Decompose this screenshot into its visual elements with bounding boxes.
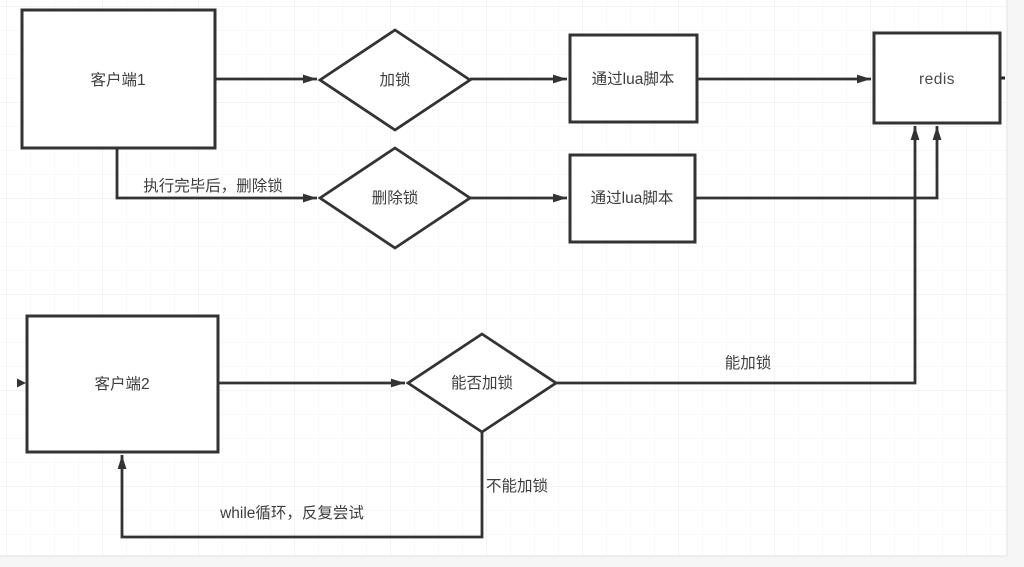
node-lua-script-1[interactable]: 通过lua脚本: [568, 33, 699, 124]
node-client2-label: 客户端2: [94, 375, 149, 393]
stub-arrow-client2-left: [17, 378, 26, 388]
node-delete-lock-diamond[interactable]: 删除锁: [317, 146, 473, 250]
label-after-exec-delete: 执行完毕后，删除锁: [143, 177, 283, 195]
edges: [17, 74, 1005, 539]
edge-canlock-while-loop-to-client2[interactable]: [117, 432, 484, 539]
node-lua-script-2-label: 通过lua脚本: [591, 189, 674, 207]
node-can-lock-diamond[interactable]: 能否加锁: [405, 332, 559, 434]
edge-canlock-to-redis[interactable]: [556, 126, 920, 385]
node-can-lock-label: 能否加锁: [451, 374, 513, 392]
node-client1-label: 客户端1: [90, 71, 145, 89]
node-redis[interactable]: redis: [872, 31, 1002, 125]
edge-client1-to-deletelock[interactable]: [115, 148, 317, 203]
edge-labels: 执行完毕后，删除锁 能加锁 不能加锁 while循环，反复尝试: [143, 177, 771, 522]
label-cannot-acquire: 不能加锁: [486, 477, 548, 495]
label-while-retry: while循环，反复尝试: [219, 504, 364, 522]
node-lock-diamond[interactable]: 加锁: [317, 28, 473, 132]
node-client1[interactable]: 客户端1: [20, 8, 217, 150]
node-lua-script-1-label: 通过lua脚本: [592, 70, 675, 88]
node-lua-script-2[interactable]: 通过lua脚本: [568, 153, 697, 244]
node-client2[interactable]: 客户端2: [25, 314, 220, 454]
node-lock-label: 加锁: [379, 71, 410, 89]
node-redis-label: redis: [919, 71, 955, 88]
node-delete-lock-label: 删除锁: [372, 189, 419, 207]
edge-lua2-to-redis[interactable]: [695, 126, 942, 200]
canvas-edge: [0, 0, 1008, 557]
label-can-acquire: 能加锁: [725, 354, 772, 372]
